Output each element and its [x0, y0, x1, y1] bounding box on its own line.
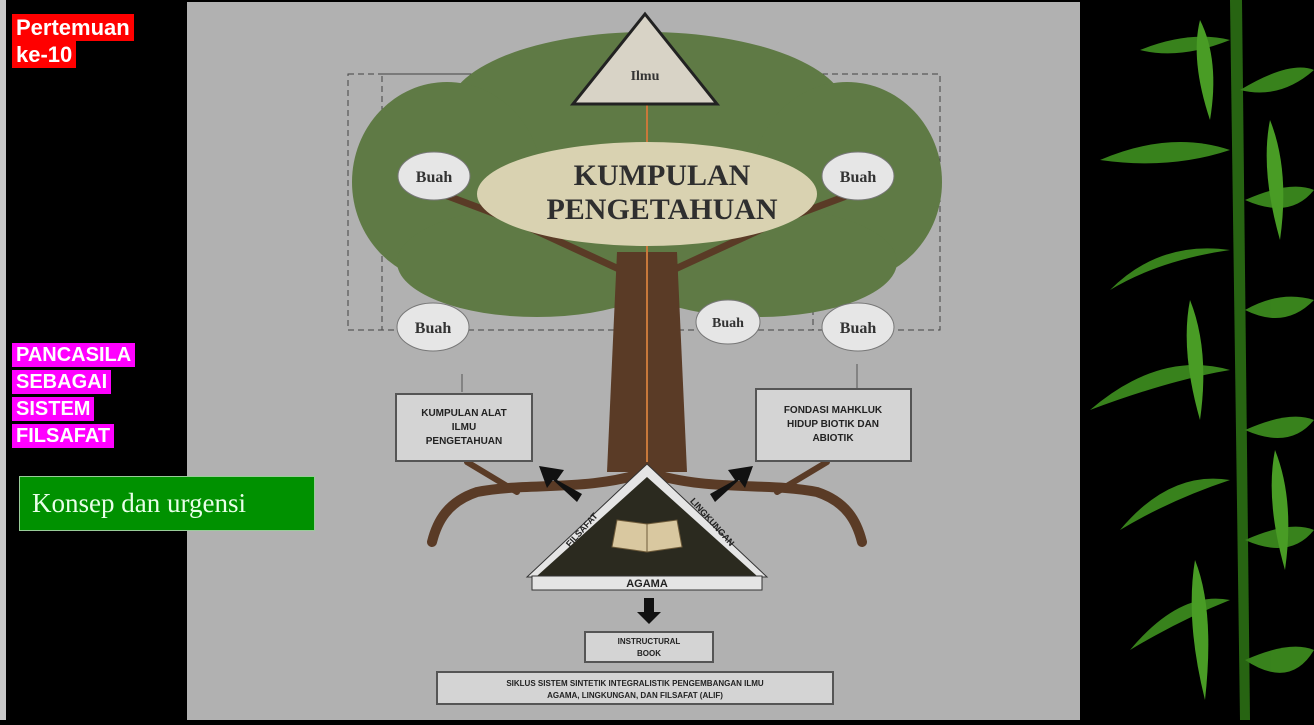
- agama-bar: [531, 575, 763, 591]
- fruit-label: Buah: [840, 320, 877, 337]
- fruit-bubble: [821, 151, 895, 201]
- right-box-line: HIDUP BIOTIK DAN: [787, 419, 879, 430]
- subtitle-box: Konsep dan urgensi: [19, 476, 315, 531]
- agama-label: AGAMA: [626, 578, 668, 590]
- fruit-bubble: [396, 302, 470, 352]
- caption-line: SIKLUS SISTEM SINTETIK INTEGRALISTIK PEN…: [506, 679, 764, 688]
- right-box: [755, 388, 912, 462]
- fruit-label: Buah: [415, 320, 452, 337]
- instructural-line: BOOK: [637, 649, 661, 658]
- left-box-line: ILMU: [452, 422, 476, 433]
- topic-line: SISTEM: [12, 397, 95, 421]
- center-ellipse: [477, 142, 817, 246]
- instructural-line: INSTRUCTURAL: [618, 637, 681, 646]
- left-box: [395, 393, 533, 462]
- topic-line: FILSAFAT: [12, 424, 115, 448]
- tree-diagram: Ilmu KUMPULAN PENGETAHUAN Buah Buah Buah…: [187, 2, 1080, 720]
- left-box-line: PENGETAHUAN: [426, 436, 502, 447]
- fruit-bubble: [397, 151, 471, 201]
- topic-label: PANCASILA SEBAGAI SISTEM FILSAFAT: [12, 340, 136, 448]
- topic-line: SEBAGAI: [12, 370, 112, 394]
- instructural-book-box: [584, 631, 714, 663]
- center-title-line-1: KUMPULAN: [574, 159, 751, 192]
- fruit-bubble: [821, 302, 895, 352]
- screen-edge: [0, 0, 6, 720]
- ilmu-label: Ilmu: [631, 69, 660, 84]
- fruit-label: Buah: [840, 169, 877, 186]
- fruit-label: Buah: [416, 169, 453, 186]
- left-box-line: KUMPULAN ALAT: [421, 408, 507, 419]
- meeting-line-2: ke-10: [12, 41, 77, 68]
- arrows: [539, 466, 753, 624]
- caption-line: AGAMA, LINGKUNGAN, DAN FILSAFAT (ALIF): [547, 691, 723, 700]
- right-box-line: ABIOTIK: [812, 433, 854, 444]
- center-title-line-2: PENGETAHUAN: [546, 193, 777, 226]
- meeting-label: Pertemuan ke-10: [12, 14, 134, 68]
- meeting-line-1: Pertemuan: [12, 14, 134, 41]
- topic-line: PANCASILA: [12, 343, 136, 367]
- ilmu-triangle: [569, 11, 721, 106]
- bamboo-decoration: [1080, 0, 1314, 720]
- fruit-label: Buah: [712, 316, 744, 331]
- caption-box: [436, 671, 834, 705]
- fruit-bubble: [695, 299, 761, 345]
- right-box-line: FONDASI MAHKLUK: [784, 405, 883, 416]
